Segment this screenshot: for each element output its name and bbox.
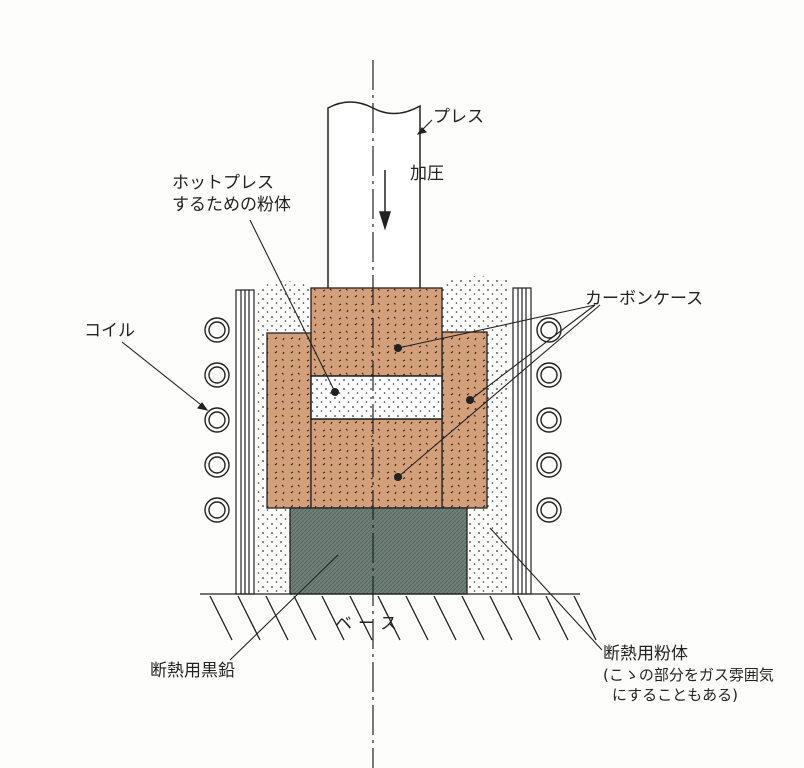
label-note-line2: にすることもある) <box>612 686 739 704</box>
label-press: プレス <box>433 107 484 127</box>
base-hatch <box>517 595 541 641</box>
coils <box>204 317 562 523</box>
coil-turn <box>536 497 562 523</box>
coil-turn <box>536 362 562 388</box>
base-hatch <box>377 595 401 641</box>
press-rod <box>327 101 421 290</box>
base-hatch <box>293 595 317 641</box>
coil-turn <box>208 456 226 474</box>
label-graphite: 断熱用黒鉛 <box>150 661 235 681</box>
label-powder-line2: するための粉体 <box>172 195 291 215</box>
coil-turn <box>536 452 562 478</box>
base-hatch <box>349 595 373 641</box>
base-hatch <box>461 595 485 641</box>
coil-turn <box>204 497 230 523</box>
coil-turn <box>208 501 226 519</box>
coil-turn <box>536 317 562 343</box>
label-note-line1: (こゝの部分をガス雰囲気 <box>603 666 774 684</box>
coil-turn <box>536 407 562 433</box>
coil-turn <box>204 362 230 388</box>
coil-turn <box>540 366 558 384</box>
coil-turn <box>208 321 226 339</box>
base-hatch <box>573 595 597 641</box>
base-hatch <box>237 595 261 641</box>
leader-lines <box>121 119 603 661</box>
pressure-arrow-icon <box>378 170 392 231</box>
base-hatch <box>321 595 345 641</box>
carbon-case <box>266 287 488 509</box>
coil-turn <box>540 456 558 474</box>
coil-turn <box>540 411 558 429</box>
label-insulating-powder: 断熱用粉体 <box>603 644 688 664</box>
label-pressure: 加圧 <box>410 164 444 184</box>
coil-turn <box>540 501 558 519</box>
coil-turn <box>540 321 558 339</box>
insulating-graphite <box>289 507 468 595</box>
insulating-wall-right <box>512 287 532 595</box>
label-base: ベース <box>335 614 404 634</box>
base-hatch <box>545 595 569 641</box>
coil-turn <box>204 407 230 433</box>
base-hatch <box>405 595 429 641</box>
coil-turn <box>204 452 230 478</box>
coil-turn <box>204 317 230 343</box>
coil-turn <box>208 411 226 429</box>
base-hatch <box>433 595 457 641</box>
base <box>200 593 597 641</box>
base-hatch <box>209 595 233 641</box>
coil-turn <box>208 366 226 384</box>
base-hatch <box>489 595 513 641</box>
insulating-wall-left <box>235 289 255 595</box>
label-carbon-case: カーボンケース <box>585 289 704 309</box>
label-powder-line1: ホットプレス <box>172 173 274 193</box>
sample-powder <box>310 375 443 420</box>
label-coil: コイル <box>84 321 135 341</box>
base-hatch <box>265 595 289 641</box>
